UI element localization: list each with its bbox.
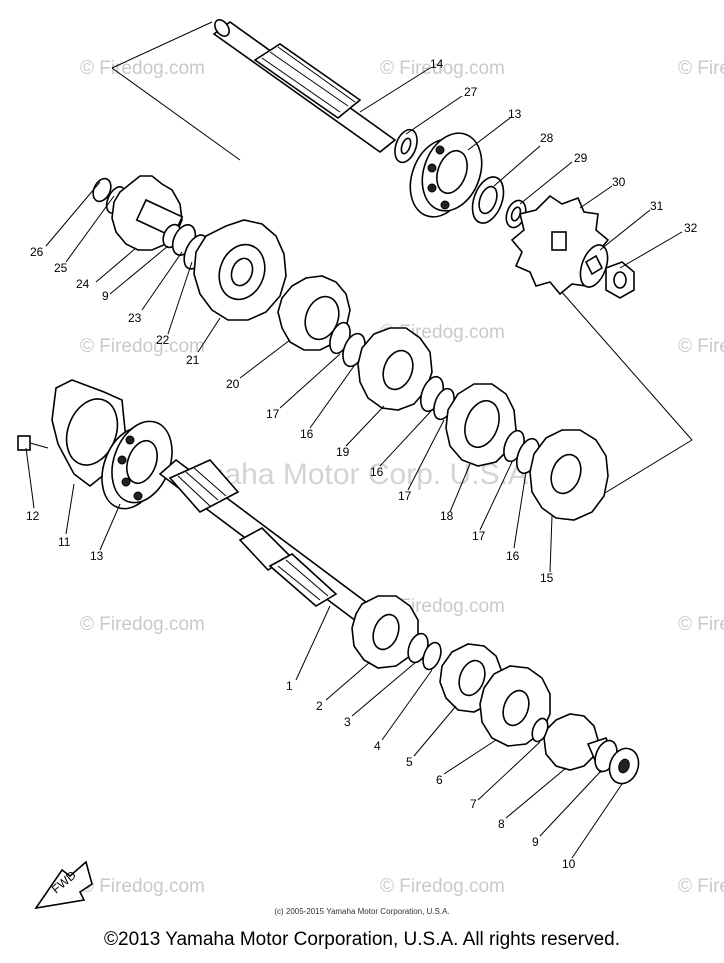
callout-label: 4 <box>374 739 381 753</box>
callout-label: 17 <box>398 489 412 503</box>
callout-label: 16 <box>370 465 384 479</box>
callout-label: 31 <box>650 199 664 213</box>
bearing-13-main <box>101 420 173 510</box>
nut-32 <box>605 261 635 299</box>
callout-label: 17 <box>472 529 486 543</box>
callout-labels: 14 27 13 28 29 30 31 32 26 25 24 9 23 22… <box>26 57 698 871</box>
callout-label: 18 <box>440 509 454 523</box>
callout-label: 29 <box>574 151 588 165</box>
fwd-arrow-icon: FWD <box>34 860 93 910</box>
callout-label: 8 <box>498 817 505 831</box>
copyright-notice: ©2013 Yamaha Motor Corporation, U.S.A. A… <box>104 929 620 950</box>
callout-label: 7 <box>470 797 477 811</box>
gear-19 <box>357 327 433 411</box>
bushing-10 <box>608 747 640 785</box>
main-axle-assembly <box>17 379 640 785</box>
drive-axle-assembly <box>212 19 635 299</box>
circlip-4 <box>422 641 442 671</box>
callout-label: 12 <box>26 509 40 523</box>
callout-label: 9 <box>532 835 539 849</box>
washer-27 <box>394 128 418 164</box>
callout-label: 22 <box>156 333 170 347</box>
gear-2 <box>351 595 419 669</box>
watermark: © Firedog.com <box>678 58 724 79</box>
callout-label: 5 <box>406 755 413 769</box>
watermark: © Firedog.com <box>80 336 205 357</box>
callout-label: 16 <box>506 549 520 563</box>
gear-18 <box>445 383 517 467</box>
watermark: © Firedog.com <box>678 336 724 357</box>
callout-label: 23 <box>128 311 142 325</box>
callout-label: 1 <box>286 679 293 693</box>
callout-label: 16 <box>300 427 314 441</box>
main-axle <box>158 458 392 638</box>
assembly-frame <box>111 21 693 497</box>
drive-axle <box>212 19 397 154</box>
callout-label: 32 <box>684 221 698 235</box>
gear-8 <box>543 713 599 771</box>
gear-20 <box>277 275 351 351</box>
watermark-layer: © Firedog.com © Firedog.com © Firedog.co… <box>80 58 724 897</box>
gear-15 <box>529 429 609 521</box>
callout-label: 2 <box>316 699 323 713</box>
leader-lines <box>25 67 683 859</box>
callout-label: 26 <box>30 245 44 259</box>
credit-line: (c) 2005-2015 Yamaha Motor Corporation, … <box>274 907 450 916</box>
oil-seal-28 <box>471 176 505 224</box>
callout-label: 20 <box>226 377 240 391</box>
callout-label: 19 <box>336 445 350 459</box>
callout-label: 9 <box>102 289 109 303</box>
callout-label: 24 <box>76 277 90 291</box>
gear-21 <box>193 219 287 321</box>
callout-label: 21 <box>186 353 200 367</box>
callout-label: 15 <box>540 571 554 585</box>
callout-label: 27 <box>464 85 478 99</box>
drive-gear-set <box>92 175 609 521</box>
callout-label: 3 <box>344 715 351 729</box>
callout-label: 17 <box>266 407 280 421</box>
bolt-12 <box>17 435 49 451</box>
watermark: © Firedog.com <box>80 614 205 635</box>
watermark: © Firedog.com <box>678 614 724 635</box>
watermark: © Firedog.com <box>80 58 205 79</box>
watermark: © Firedog.com <box>380 876 505 897</box>
callout-label: 30 <box>612 175 626 189</box>
callout-label: 13 <box>90 549 104 563</box>
callout-label: 6 <box>436 773 443 787</box>
watermark: © Firedog.com <box>80 876 205 897</box>
callout-label: 11 <box>58 535 71 549</box>
callout-label: 25 <box>54 261 68 275</box>
callout-label: 28 <box>540 131 554 145</box>
bearing-13-top <box>409 132 483 218</box>
callout-label: 10 <box>562 857 576 871</box>
callout-label: 13 <box>508 107 522 121</box>
callout-label: 14 <box>430 57 444 71</box>
watermark: © Firedog.com <box>678 876 724 897</box>
watermark: © Firedog.com <box>380 58 505 79</box>
